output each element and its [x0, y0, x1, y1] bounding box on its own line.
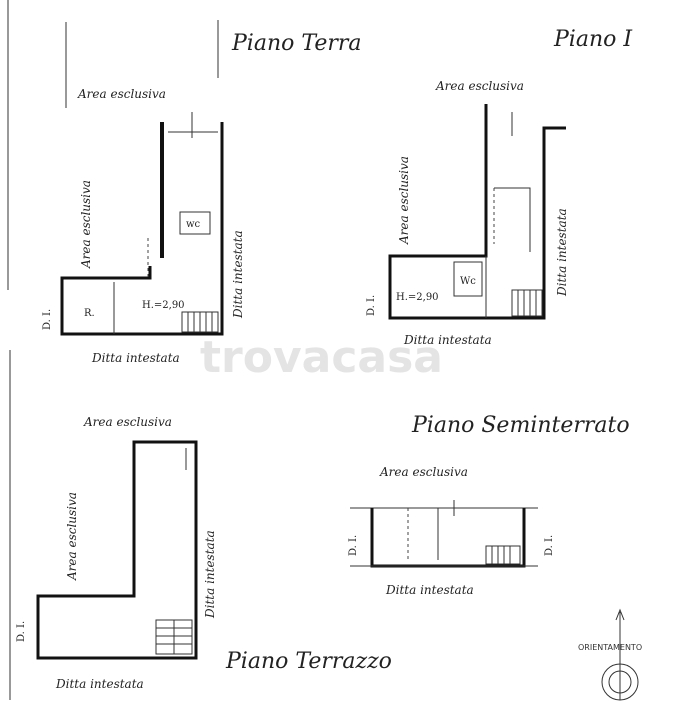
ground-wc-box: [179, 211, 211, 235]
ground-side-mark: D. I.: [42, 309, 53, 330]
watermark: trovacasa: [200, 332, 443, 383]
ground-bottom-label: Ditta intestata: [91, 351, 180, 365]
semi-floor-title: Piano Seminterrato: [411, 413, 630, 438]
semi-right-mark: D. I.: [544, 535, 555, 556]
terrace-floor-plan: Area esclusiva Area esclusiva Ditta inte…: [16, 415, 392, 691]
terrace-bottom-label: Ditta intestata: [55, 677, 144, 691]
ground-left-label: Area esclusiva: [79, 180, 93, 269]
terrace-wall-outline: [36, 440, 198, 660]
semi-bottom-label: Ditta intestata: [385, 583, 474, 597]
first-left-label: Area esclusiva: [397, 156, 411, 245]
first-inner-partition: [494, 187, 531, 252]
first-stairs: [511, 289, 543, 317]
first-height-label: H.=2,90: [396, 292, 439, 303]
first-floor-title: Piano I: [553, 27, 633, 52]
semi-wall-outline: [370, 508, 526, 568]
semi-basement-plan: Piano Seminterrato Area esclusiva Ditta …: [348, 413, 630, 597]
ground-top-label: Area esclusiva: [77, 87, 166, 101]
orientation-compass: ORIENTAMENTO: [578, 608, 642, 701]
orientation-label: ORIENTAMENTO: [578, 643, 642, 652]
terrace-top-label: Area esclusiva: [83, 415, 172, 429]
terrace-floor-title: Piano Terrazzo: [225, 649, 392, 674]
ground-right-label: Ditta intestata: [231, 230, 245, 319]
ground-wc-label: wc: [186, 219, 201, 230]
terrace-stairs: [155, 619, 193, 655]
ground-stairs: [181, 311, 219, 333]
ground-height-label: H.=2,90: [142, 300, 185, 311]
first-wall-outline: [388, 104, 566, 320]
first-bottom-label: Ditta intestata: [403, 333, 492, 347]
first-right-label: Ditta intestata: [555, 208, 569, 297]
first-wc-label: Wc: [460, 276, 476, 287]
semi-stairs: [485, 545, 521, 565]
first-top-label: Area esclusiva: [435, 79, 524, 93]
terrace-left-label: Area esclusiva: [65, 492, 79, 581]
ground-wall-outline: [60, 122, 224, 336]
first-floor-plan: Piano I Area esclusiva Area esclusiva Di…: [366, 27, 633, 347]
semi-left-mark: D. I.: [348, 535, 359, 556]
first-side-mark: D. I.: [366, 295, 377, 316]
terrace-right-label: Ditta intestata: [203, 530, 217, 619]
terrace-side-mark: D. I.: [16, 621, 27, 642]
compass-arrow-head: [615, 608, 625, 621]
ground-floor-title: Piano Terra: [231, 31, 362, 56]
semi-top-label: Area esclusiva: [379, 465, 468, 479]
ground-floor-plan: Piano Terra Area esclusiva Area esclusiv…: [42, 20, 362, 365]
ground-room-mark: R.: [84, 308, 95, 319]
first-wc-box: [453, 261, 483, 297]
